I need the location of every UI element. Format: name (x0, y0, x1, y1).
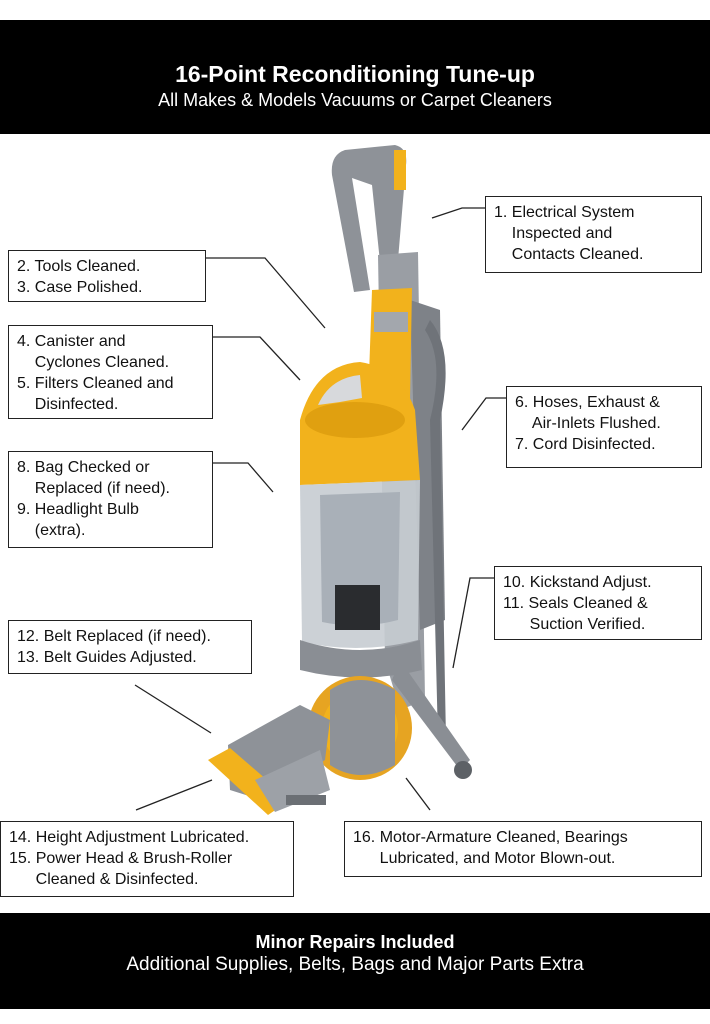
footer-banner: Minor Repairs Included Additional Suppli… (0, 913, 710, 1009)
callout-height-power-head: 14. Height Adjustment Lubricated. 15. Po… (0, 821, 294, 897)
callout-kickstand-seals: 10. Kickstand Adjust. 11. Seals Cleaned … (494, 566, 702, 640)
callout-electrical-system: 1. Electrical System Inspected and Conta… (485, 196, 702, 273)
footer-subtitle: Additional Supplies, Belts, Bags and Maj… (126, 954, 584, 975)
callout-canister-filters: 4. Canister and Cyclones Cleaned. 5. Fil… (8, 325, 213, 419)
page-subtitle: All Makes & Models Vacuums or Carpet Cle… (158, 90, 552, 110)
callout-belt: 12. Belt Replaced (if need). 13. Belt Gu… (8, 620, 252, 674)
page-title: 16-Point Reconditioning Tune-up (175, 61, 535, 87)
callout-hoses-cord: 6. Hoses, Exhaust & Air-Inlets Flushed. … (506, 386, 702, 468)
header-banner: 16-Point Reconditioning Tune-up All Make… (0, 20, 710, 134)
callout-bag-headlight: 8. Bag Checked or Replaced (if need). 9.… (8, 451, 213, 548)
footer-title: Minor Repairs Included (255, 932, 455, 952)
callout-tools-case: 2. Tools Cleaned. 3. Case Polished. (8, 250, 206, 302)
callout-motor-armature: 16. Motor-Armature Cleaned, Bearings Lub… (344, 821, 702, 877)
